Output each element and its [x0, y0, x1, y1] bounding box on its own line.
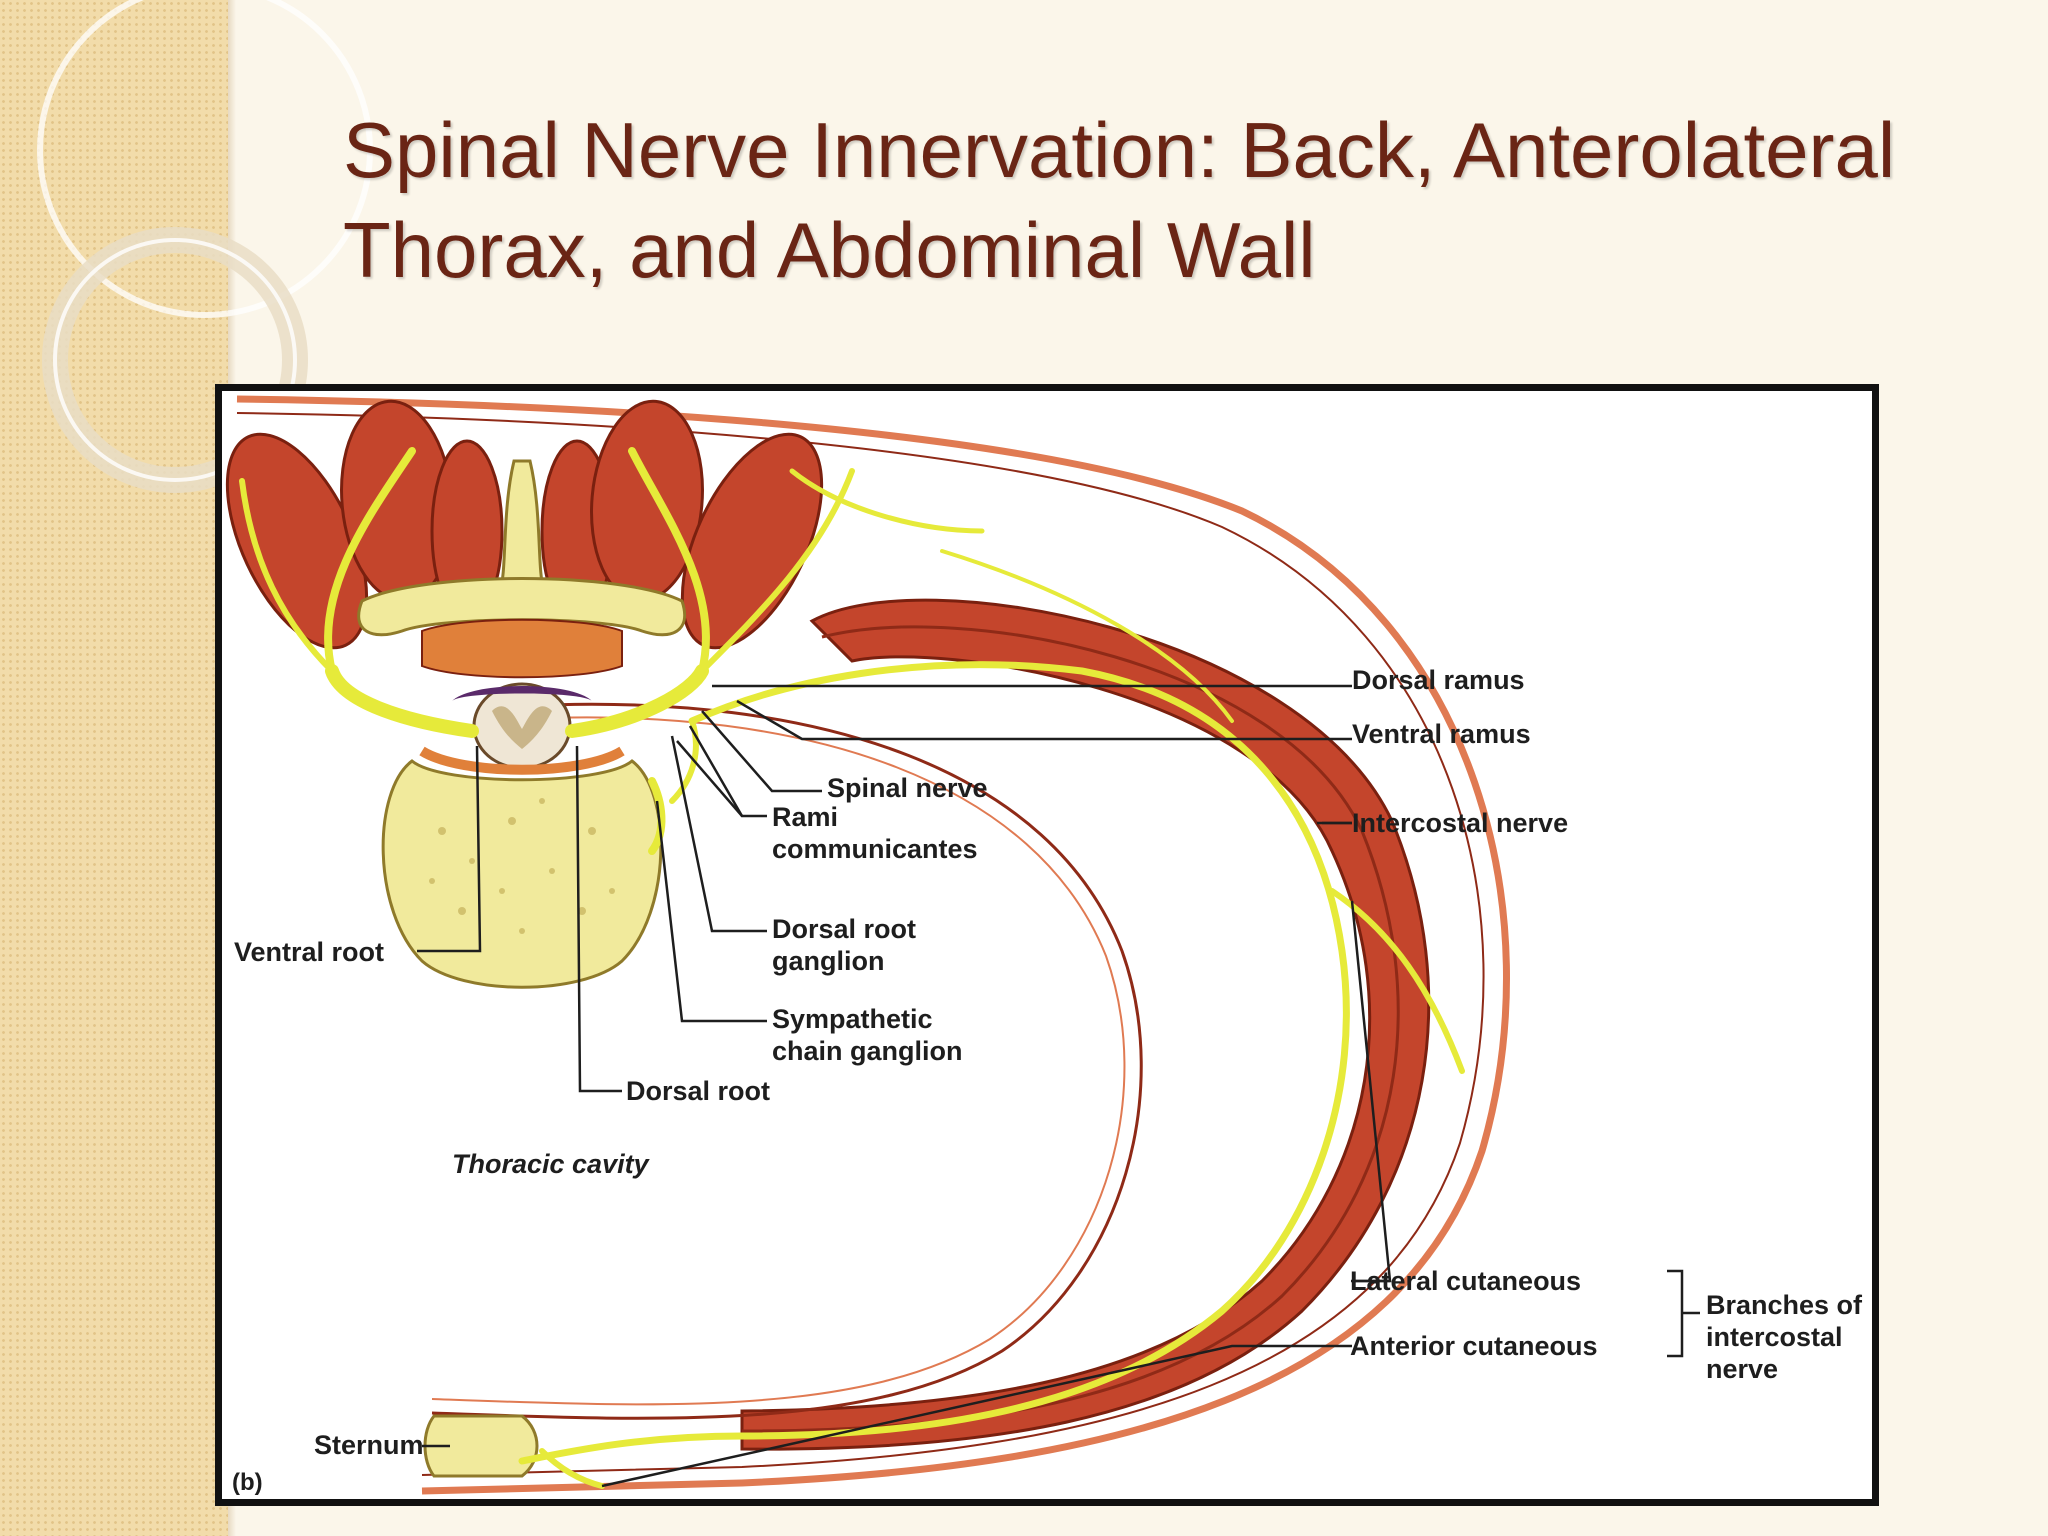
leader-ventral-root: [417, 745, 482, 953]
leader-rami-2: [676, 740, 743, 817]
label-rami-line-2: communicantes: [772, 834, 978, 864]
bone-texture: [429, 798, 615, 934]
label-branches-line-1: Branches of: [1706, 1290, 1863, 1320]
label-rami-communicantes: Rami communicantes: [772, 801, 978, 865]
label-ventral-root: Ventral root: [234, 937, 385, 967]
parietal-pleura: [431, 702, 1143, 1420]
label-sternum: Sternum: [314, 1430, 424, 1460]
label-sympathetic-line-2: chain ganglion: [772, 1036, 963, 1066]
label-anterior-cutaneous: Anterior cutaneous: [1350, 1331, 1598, 1361]
csf-space: [452, 686, 592, 701]
leader-ventral-ramus: [736, 699, 1352, 741]
label-intercostal-nerve: Intercostal nerve: [1352, 808, 1569, 838]
label-dorsal-root-ganglion: Dorsal root ganglion: [772, 913, 916, 977]
slide-title-line-1: Spinal Nerve Innervation: Back, Anterola…: [343, 106, 1896, 194]
ventral-ramus-intercostal: [518, 661, 1350, 1465]
leader-anterior-cutaneous: [601, 1344, 1352, 1488]
right-dorsal-ramus: [628, 447, 710, 675]
label-branches-of-intercostal-nerve: Branches of intercostal nerve: [1706, 1289, 1862, 1385]
left-spinal-nerve: [325, 664, 479, 738]
brace: [1667, 1269, 1700, 1358]
left-dorsal-ramus: [324, 447, 416, 675]
leader-sympathetic: [655, 800, 767, 1023]
leader-drg: [670, 735, 767, 933]
vertebral-body: [381, 759, 663, 989]
sternum-shape: [423, 1414, 539, 1478]
decorative-rings: [37, 0, 373, 493]
sympathetic-ganglion: [648, 777, 666, 855]
spinal-cord-grey-matter: [492, 706, 552, 749]
anatomy-figure: Dorsal ramus Ventral ramus Spinal nerve …: [215, 384, 1879, 1506]
label-drg-line-2: ganglion: [772, 946, 885, 976]
panel-tag: (b): [232, 1469, 263, 1496]
superficial-branch: [940, 549, 1234, 723]
intercostal-muscle-line: [741, 625, 1400, 1433]
label-sympathetic-line-1: Sympathetic: [772, 1004, 933, 1034]
label-rami-line-1: Rami: [772, 802, 839, 832]
label-spinal-nerve: Spinal nerve: [827, 773, 988, 803]
anatomy-illustration: [225, 395, 1700, 1495]
label-branches-line-3: nerve: [1706, 1354, 1779, 1384]
label-dorsal-root: Dorsal root: [626, 1076, 771, 1106]
nerves: [239, 447, 1465, 1489]
intercostal-muscles: [740, 598, 1431, 1451]
slide-title-line-2: Thorax, and Abdominal Wall: [343, 206, 1316, 294]
spinous-process: [497, 459, 547, 593]
label-dorsal-ramus: Dorsal ramus: [1352, 665, 1525, 695]
left-dorsal-branch: [239, 478, 335, 674]
skin-outline: [236, 395, 1510, 1495]
right-spinal-nerve: [565, 664, 709, 738]
parietal-pleura-inner: [431, 716, 1126, 1406]
label-branches-line-2: intercostal: [1706, 1322, 1843, 1352]
spinal-cord: [472, 682, 572, 770]
label-ventral-ramus: Ventral ramus: [1352, 719, 1531, 749]
dura: [421, 618, 623, 679]
leader-spinal-nerve: [701, 710, 822, 793]
label-drg-line-1: Dorsal root: [772, 914, 917, 944]
leader-lines: [417, 684, 1700, 1488]
vertebral-arch: [357, 577, 687, 637]
anterior-cutaneous-branch: [539, 1448, 605, 1489]
fascia-outline: [236, 412, 1485, 1476]
label-sympathetic-chain-ganglion: Sympathetic chain ganglion: [772, 1003, 963, 1067]
leader-dorsal-root: [575, 745, 622, 1093]
slide-title: Spinal Nerve Innervation: Back, Anterola…: [343, 100, 1983, 300]
upper-dorsal-cutaneous: [789, 468, 985, 534]
rami-communicantes: [669, 718, 699, 804]
intervertebral-disc: [419, 746, 625, 775]
label-thoracic-cavity: Thoracic cavity: [452, 1149, 649, 1179]
label-lateral-cutaneous: Lateral cutaneous: [1350, 1266, 1582, 1296]
